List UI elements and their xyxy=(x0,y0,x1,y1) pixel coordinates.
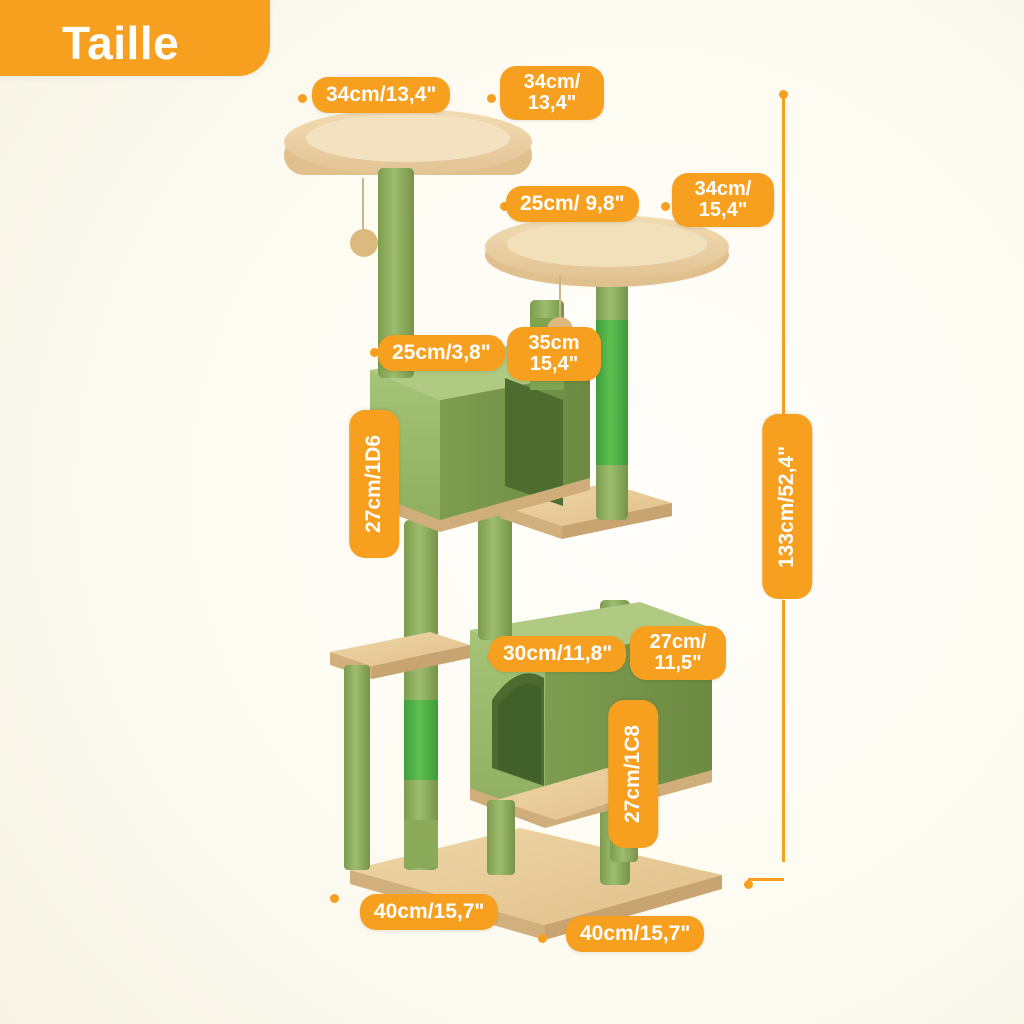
measurement-second-platform-width: 25cm/ 9,8" xyxy=(506,186,639,223)
leader-dot xyxy=(661,202,670,211)
leader-dot xyxy=(538,934,547,943)
measurement-lower-condo-height: 27cm/1C8 xyxy=(608,700,659,848)
leader-dot xyxy=(779,90,788,99)
measurement-lower-condo-width: 30cm/11,8" xyxy=(489,636,627,673)
leader-dot xyxy=(487,94,496,103)
measurement-top-platform-width: 34cm/13,4" xyxy=(312,77,451,114)
measurement-upper-condo-depth: 35cm 15,4" xyxy=(507,327,601,382)
leader-dot xyxy=(744,880,753,889)
leader-dot xyxy=(500,202,509,211)
total-height-leader-line xyxy=(748,878,784,881)
measurement-total-height: 133cm/52,4" xyxy=(762,414,813,599)
leader-dot xyxy=(330,894,339,903)
total-height-leader-line xyxy=(782,96,785,416)
total-height-leader-line xyxy=(782,600,785,862)
measurement-lower-condo-depth: 27cm/ 11,5" xyxy=(630,626,726,681)
measurement-upper-condo-height: 27cm/1D6 xyxy=(349,410,400,558)
title-banner xyxy=(0,0,270,76)
page-title: Taille xyxy=(62,17,180,69)
measurement-base-depth: 40cm/15,7" xyxy=(566,916,705,953)
leader-dot xyxy=(370,348,379,357)
leader-dot xyxy=(298,94,307,103)
measurement-base-width: 40cm/15,7" xyxy=(360,894,499,931)
measurement-top-platform-depth: 34cm/ 13,4" xyxy=(500,66,604,121)
measurement-upper-condo-width: 25cm/3,8" xyxy=(378,335,505,372)
measurement-second-platform-depth: 34cm/ 15,4" xyxy=(672,173,774,228)
